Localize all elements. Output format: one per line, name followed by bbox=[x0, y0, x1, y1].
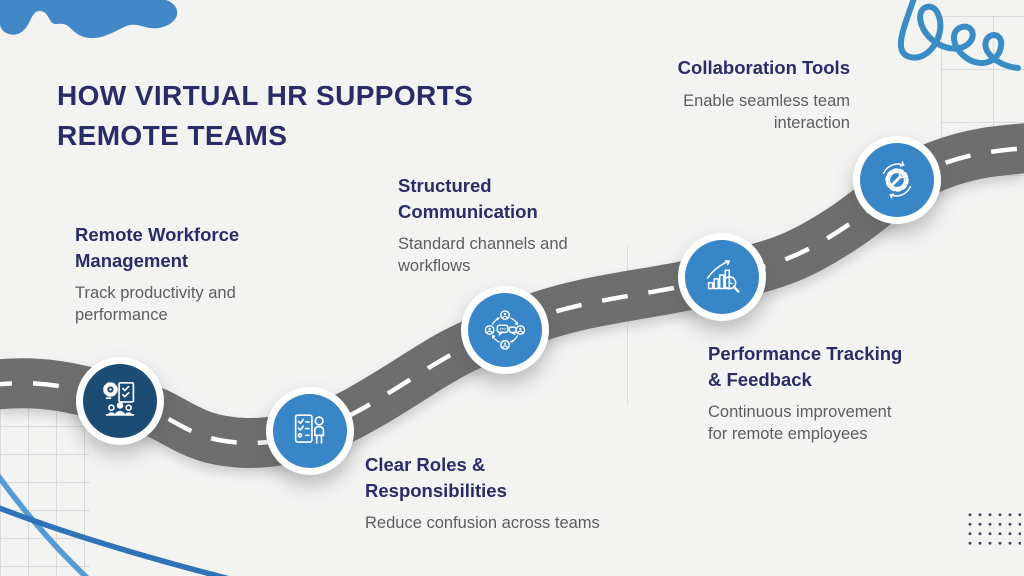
milestone-circle-remote-workforce bbox=[76, 357, 164, 445]
milestone-text-clear-roles: Clear Roles & Responsibilities Reduce co… bbox=[365, 452, 600, 534]
title-block: HOW VIRTUAL HR SUPPORTS REMOTE TEAMS bbox=[57, 76, 502, 156]
milestone-circle-performance-tracking bbox=[678, 233, 766, 321]
milestone-text-performance-tracking: Performance Tracking & Feedback Continuo… bbox=[708, 341, 913, 446]
milestone-circle-collaboration-tools bbox=[853, 136, 941, 224]
milestone-description: Continuous improvement for remote employ… bbox=[708, 403, 892, 444]
milestone-heading: Clear Roles & Responsibilities bbox=[365, 454, 507, 501]
milestone-description: Standard channels and workflows bbox=[398, 235, 568, 276]
milestone-description: Enable seamless team interaction bbox=[683, 91, 850, 132]
faint-grid-line bbox=[627, 246, 628, 404]
milestone-text-remote-workforce: Remote Workforce Management Track produc… bbox=[75, 222, 305, 327]
page-title: HOW VIRTUAL HR SUPPORTS REMOTE TEAMS bbox=[57, 80, 474, 152]
milestone-heading: Remote Workforce Management bbox=[75, 224, 240, 271]
dots-pattern-bottom-right bbox=[963, 508, 1021, 546]
milestone-text-structured-communication: Structured Communication Standard channe… bbox=[398, 173, 603, 278]
checklist-person-icon bbox=[273, 394, 347, 468]
milestone-heading: Collaboration Tools bbox=[677, 57, 850, 78]
milestone-circle-clear-roles bbox=[266, 387, 354, 475]
milestone-description: Reduce confusion across teams bbox=[365, 514, 600, 533]
communication-cycle-icon bbox=[468, 293, 542, 367]
performance-analysis-icon bbox=[685, 240, 759, 314]
milestone-text-collaboration-tools: Collaboration Tools Enable seamless team… bbox=[610, 55, 850, 134]
gear-wrench-sync-icon bbox=[860, 143, 934, 217]
team-management-icon bbox=[83, 364, 157, 438]
milestone-heading: Structured Communication bbox=[398, 175, 538, 222]
milestone-heading: Performance Tracking & Feedback bbox=[708, 343, 903, 390]
milestone-circle-structured-communication bbox=[461, 286, 549, 374]
milestone-description: Track productivity and performance bbox=[75, 284, 236, 325]
